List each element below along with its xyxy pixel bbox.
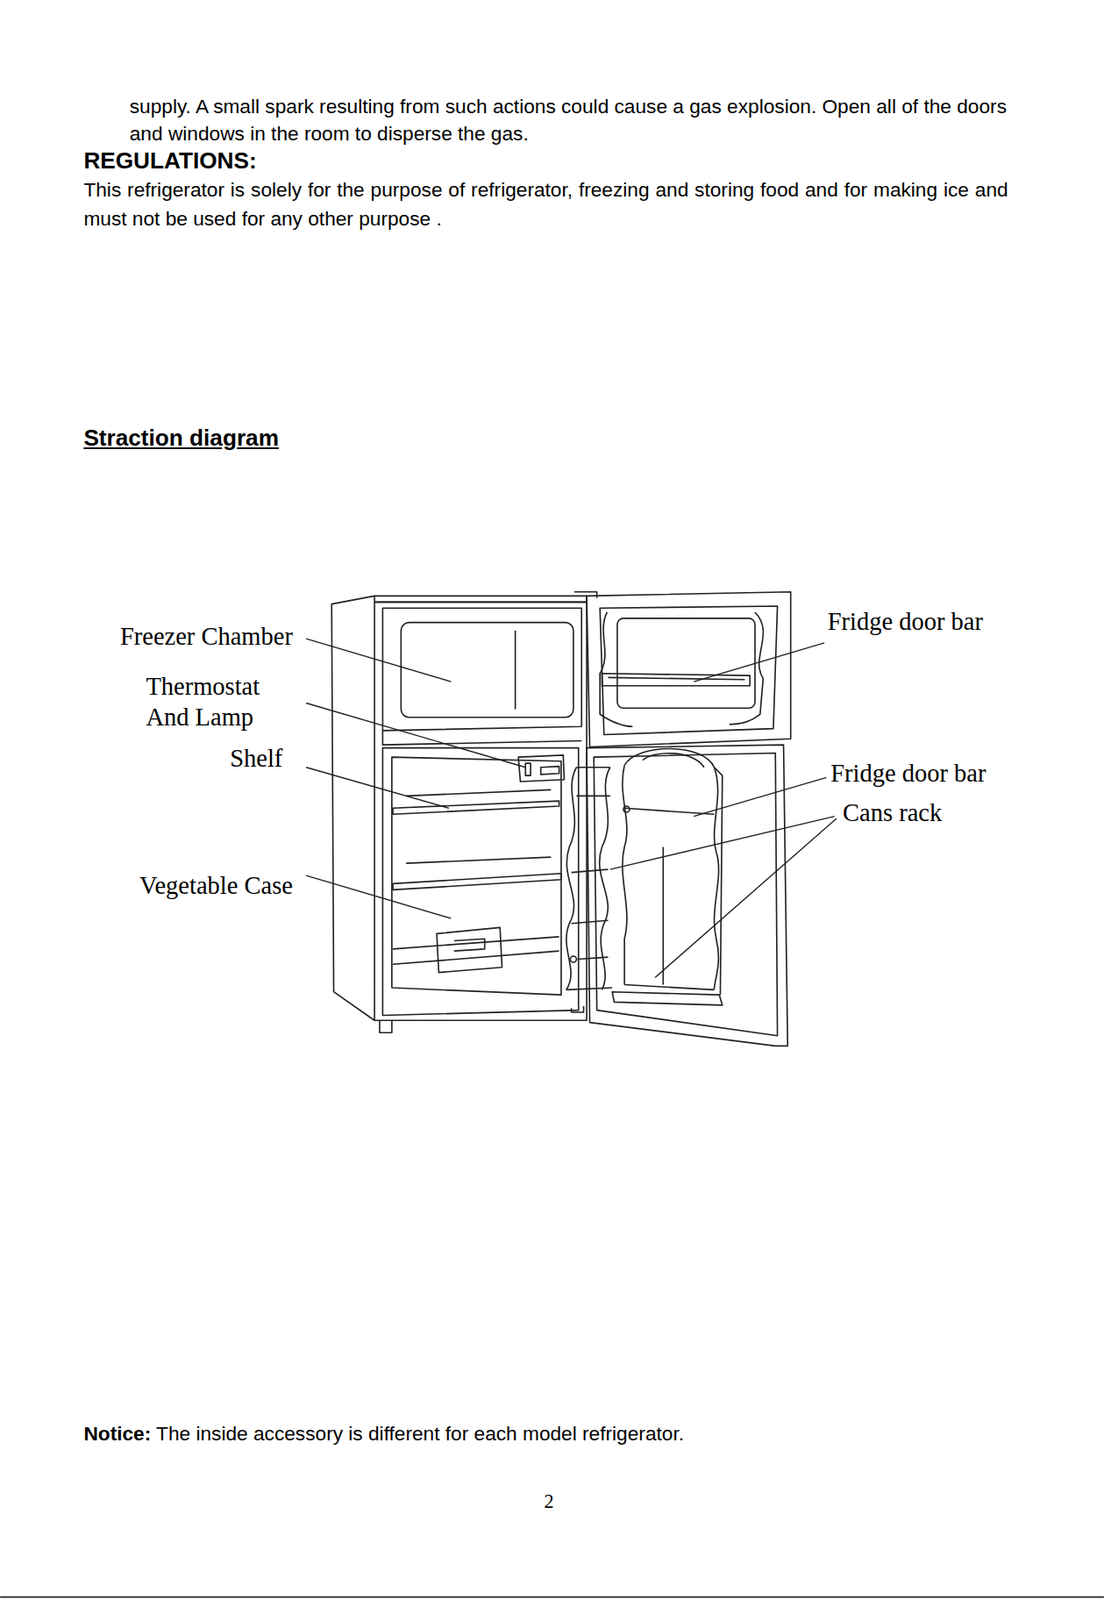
fridge-door [623,805,630,812]
leader-line [306,702,526,767]
fridge-door [624,807,714,814]
part-label: Thermostat And Lamp [145,671,300,734]
leader-line [610,816,835,869]
body-text: This refrigerator is solely for the purp… [83,175,1008,233]
fridge-door [577,956,609,959]
fridge-cabinet [382,747,578,1016]
fridge-door [586,744,788,1046]
part-label: Fridge door bar [830,759,986,788]
fridge-cabinet [400,622,574,718]
fridge-cabinet [571,1005,585,1012]
fridge-door [566,767,577,991]
fridge-cabinet [405,789,551,796]
fridge-cabinet [514,630,517,710]
fridge-door [576,766,610,769]
part-label: Cans rack [842,798,942,827]
fridge-cabinet [374,595,587,602]
fridge-cabinet [392,950,560,964]
notice-label: Notice: [83,1421,151,1446]
leader-line [306,638,837,977]
fridge-door [622,764,627,984]
part-label: Shelf [229,744,283,773]
fridge-cabinet [541,766,560,775]
fridge-cabinet [518,754,564,782]
leader-line [655,818,837,977]
fridge-cabinet [392,936,560,949]
fridge-door [599,767,611,991]
page-number: 2 [543,1489,554,1513]
freezer-door [602,673,751,686]
fridge-cabinet [374,601,587,1020]
freezer-door [599,612,633,727]
leader-line [693,642,825,682]
freezer-door [586,591,791,748]
freezer-door [607,676,745,679]
part-label: Freezer Chamber [120,622,293,651]
fridge-cabinet [392,800,560,814]
fridge-cabinet [525,762,531,776]
fridge-cabinet [392,873,562,891]
fridge-cabinet [379,1019,392,1033]
fridge-door [612,991,723,1005]
page-rule [0,1595,1104,1598]
fridge-door [662,847,664,985]
fridge-door [642,753,705,768]
part-label: Vegetable Case [139,871,293,900]
fridge-door [713,767,722,995]
part-label: Fridge door bar [827,607,983,636]
fridge-door [571,919,609,923]
fridge-cabinet [391,756,562,995]
notice-text: The inside accessory is different for ea… [156,1421,684,1446]
leader-line [693,776,827,816]
fridge-cabinet [331,595,375,1020]
fridge-cabinet [454,938,485,951]
leader-line [306,767,449,809]
fridge-door [566,987,613,990]
leader-line [306,875,451,919]
section-heading: REGULATIONS: [83,147,257,175]
fridge-cabinet [405,856,551,863]
leader-line [306,638,451,682]
fridge-cabinet [436,926,502,972]
fridge-cabinet [382,607,582,731]
fridge-door [624,748,720,991]
fridge-door [566,744,788,1046]
diagram-heading: Straction diagram [83,424,279,452]
body-text: supply. A small spark resulting from suc… [129,92,1018,149]
fridge-cabinet [382,730,582,745]
fridge-cabinet [574,591,598,599]
freezer-door [617,618,755,708]
freezer-door [599,605,777,735]
freezer-door [586,591,791,748]
fridge-door [624,984,714,991]
fridge-door [576,795,610,798]
fridge-door [569,955,577,962]
freezer-door [729,612,764,725]
fridge-door [571,868,609,872]
